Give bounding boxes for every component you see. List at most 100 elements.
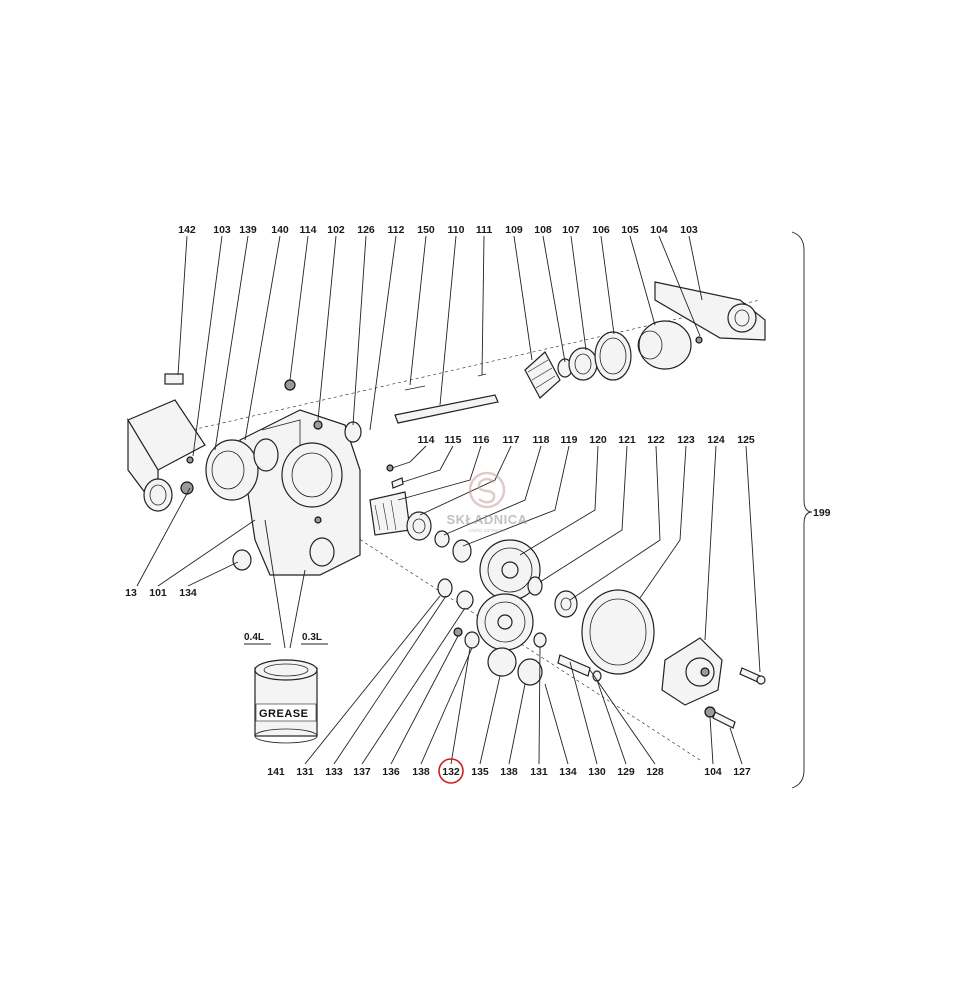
cover-gasket: [581, 589, 655, 675]
bearing-cup: [637, 320, 703, 370]
pinion-shaft: [369, 491, 411, 536]
watermark-emblem-icon: [468, 471, 506, 509]
callout-label-122: 122: [647, 434, 665, 446]
stub-shaft: [557, 654, 591, 677]
callout-label-129: 129: [617, 766, 635, 778]
callout-label-125: 125: [737, 434, 755, 446]
callout-label-104: 104: [650, 224, 668, 236]
callout-label-114: 114: [300, 224, 317, 236]
callout-label-131: 131: [530, 766, 548, 778]
bolt: [712, 711, 736, 729]
callout-label-150: 150: [417, 224, 435, 236]
callout-label-138: 138: [412, 766, 430, 778]
seal-ring: [232, 549, 252, 571]
assembly-label: 199: [813, 507, 831, 519]
callout-label-120: 120: [589, 434, 607, 446]
oil-volume-left: 0.4L: [244, 632, 264, 643]
callout-label-136: 136: [382, 766, 400, 778]
callout-label-124: 124: [707, 434, 725, 446]
bearing: [437, 578, 453, 598]
callout-label-101: 101: [149, 587, 167, 599]
bearing: [406, 511, 432, 541]
callout-label-115: 115: [445, 434, 462, 446]
circlip: [464, 631, 480, 649]
gearbox-housing: [239, 409, 361, 576]
key-plate: [164, 373, 184, 385]
washer: [456, 590, 474, 610]
callout-label-133: 133: [325, 766, 343, 778]
callout-label-132: 132: [442, 766, 460, 778]
callout-label-102: 102: [327, 224, 345, 236]
bolt: [284, 379, 296, 391]
callout-label-131: 131: [296, 766, 314, 778]
callout-label-13: 13: [125, 587, 137, 599]
callout-label-137: 137: [353, 766, 371, 778]
callout-label-126: 126: [357, 224, 375, 236]
callout-label-139: 139: [239, 224, 257, 236]
callout-label-123: 123: [677, 434, 695, 446]
callout-label-134: 134: [559, 766, 577, 778]
callout-label-109: 109: [505, 224, 523, 236]
callout-label-119: 119: [561, 434, 578, 446]
callout-label-105: 105: [621, 224, 639, 236]
spur-gear-upper: [479, 539, 541, 601]
callout-label-103: 103: [680, 224, 698, 236]
callout-label-110: 110: [448, 224, 465, 236]
watermark-brand: SKŁADNICA: [446, 512, 527, 527]
callout-label-134: 134: [179, 587, 197, 599]
watermark-s-glyph: [477, 477, 496, 504]
main-shaft: [394, 373, 499, 424]
callout-label-116: 116: [473, 434, 490, 446]
watermark-logo: SKŁADNICA części zamienne: [446, 471, 527, 534]
callout-label-111: 111: [476, 224, 493, 236]
callout-label-138: 138: [500, 766, 518, 778]
grease-can-label: GREASE: [259, 708, 308, 720]
top-callout-labels: 142 103 139 140 114 102 126 112 150 110 111 109 108 1…: [178, 224, 698, 236]
washer: [434, 530, 450, 548]
callout-label-104: 104: [704, 766, 722, 778]
grease-can: [254, 659, 318, 744]
middle-callout-labels: 114 115 116 117 118 119 120 121 122 123 124 125: [418, 434, 755, 446]
oil-volume-right: 0.3L: [302, 632, 322, 643]
callout-label-135: 135: [471, 766, 489, 778]
callout-label-121: 121: [618, 434, 636, 446]
watermark-tagline: części zamienne: [469, 528, 506, 534]
callout-label-107: 107: [562, 224, 580, 236]
callout-label-128: 128: [646, 766, 664, 778]
bearing: [517, 658, 543, 686]
callout-label-130: 130: [588, 766, 606, 778]
callout-label-114: 114: [418, 434, 435, 446]
callout-label-142: 142: [178, 224, 196, 236]
callout-label-118: 118: [533, 434, 550, 446]
bearing: [554, 590, 578, 618]
clip: [453, 627, 463, 637]
bearing: [527, 576, 543, 596]
callout-label-127: 127: [733, 766, 751, 778]
bearing: [533, 632, 547, 648]
callout-label-117: 117: [503, 434, 520, 446]
callout-label-103: 103: [213, 224, 231, 236]
pin: [391, 477, 404, 489]
bottom-callout-labels: 141 131 133 137 136 138 132 135 138 131 134 130 129 1…: [267, 766, 751, 778]
gasket: [594, 331, 632, 381]
highlight-circle: [438, 758, 464, 784]
callout-label-141: 141: [267, 766, 285, 778]
bevel-gear: [524, 351, 561, 399]
callout-label-108: 108: [534, 224, 552, 236]
nut: [704, 706, 716, 718]
circlip: [452, 539, 472, 563]
left-callout-labels: 13 101 134: [125, 587, 197, 599]
ring: [568, 347, 598, 381]
callout-label-106: 106: [592, 224, 610, 236]
callout-label-140: 140: [271, 224, 289, 236]
right-bracket: [654, 281, 766, 341]
parts-drawing: [127, 281, 766, 761]
assembly-brace: [791, 231, 813, 789]
spur-gear-lower: [476, 593, 534, 677]
callout-label-112: 112: [388, 224, 405, 236]
side-cover: [661, 637, 723, 706]
leader-lines: [136, 235, 761, 765]
bolt: [313, 420, 323, 430]
